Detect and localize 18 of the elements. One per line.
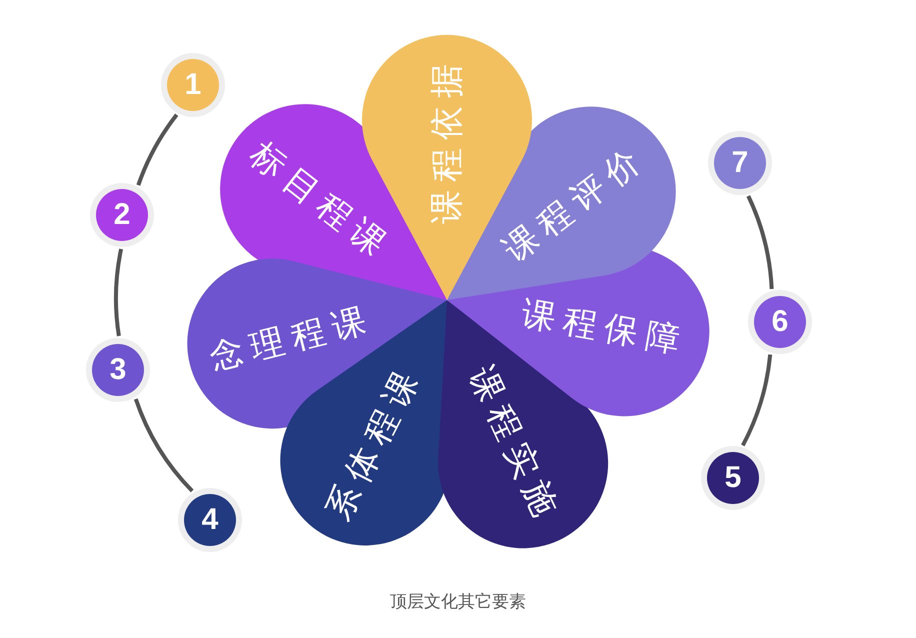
- numbered-circle: 1: [167, 59, 219, 111]
- numbered-circle: 3: [92, 344, 144, 396]
- curved-connector: [134, 398, 194, 492]
- caption: 顶层文化其它要素: [389, 591, 527, 613]
- curved-connector: [746, 195, 774, 290]
- curved-connector: [741, 354, 772, 446]
- petal-label: 课程保障: [518, 294, 691, 362]
- petal-label: 课程评价: [496, 137, 654, 270]
- numbered-circle: 7: [714, 137, 766, 189]
- curved-connector: [114, 248, 124, 336]
- numbered-circle: 6: [754, 296, 806, 348]
- petal-label: 标目程课: [242, 134, 400, 269]
- curved-connector: [136, 114, 178, 186]
- numbered-circle: 4: [184, 494, 236, 546]
- petal-label: 课程实施: [461, 360, 568, 530]
- numbered-circle: 2: [96, 189, 148, 241]
- numbered-circle: 5: [707, 452, 759, 504]
- petal-label: 课程依据: [427, 56, 467, 224]
